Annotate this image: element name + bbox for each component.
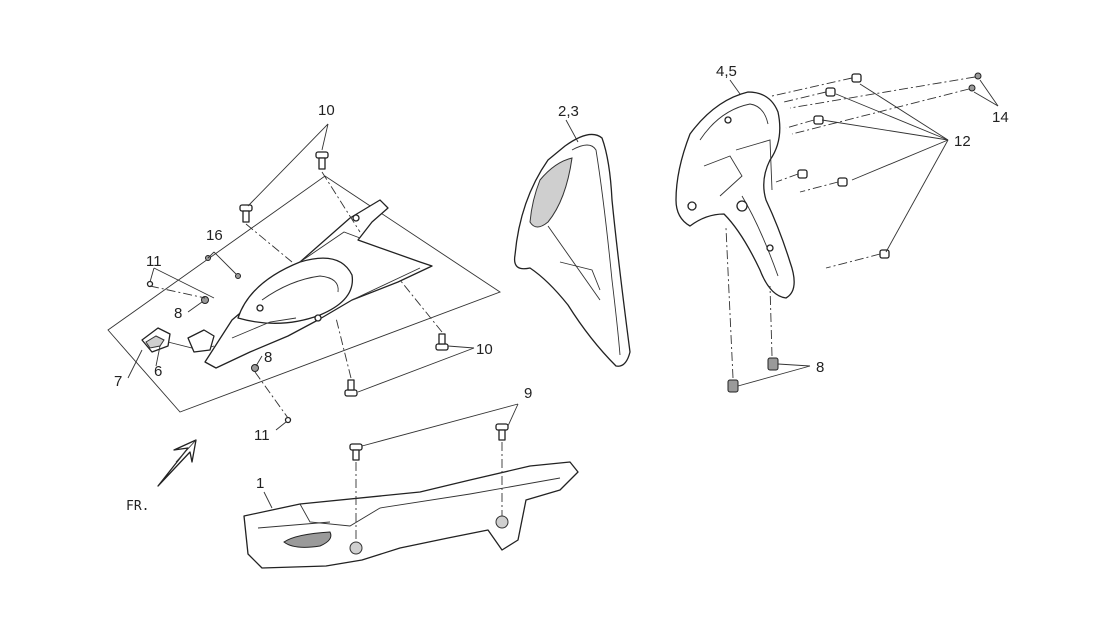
screw-12c: [797, 169, 808, 179]
callout-8-right: 8: [816, 359, 824, 376]
screw-12f: [851, 73, 862, 83]
rear-undertray-part: [204, 199, 433, 369]
callout-14: 14: [992, 109, 1009, 126]
chain-guard-part: [243, 461, 579, 569]
bolt-10d: [344, 379, 358, 397]
callout-10-top: 10: [318, 102, 335, 119]
grommet-8d: [727, 379, 739, 393]
bolt-9b: [495, 423, 509, 441]
callout-11-bottom: 11: [254, 427, 270, 444]
screw-11b: [284, 416, 292, 424]
callout-16: 16: [206, 227, 223, 244]
bolt-9a: [349, 443, 363, 461]
callout-8-left: 8: [174, 305, 182, 322]
screw-14b: [968, 84, 976, 92]
grommet-8a: [201, 296, 209, 304]
callout-8-mid: 8: [264, 349, 272, 366]
callout-4-5: 4,5: [716, 63, 737, 80]
callout-12: 12: [954, 133, 971, 150]
bolt-10b: [239, 204, 253, 223]
callout-7: 7: [114, 373, 122, 390]
callout-9: 9: [524, 385, 532, 402]
side-cover-part: [513, 133, 631, 367]
bolt-10c: [435, 333, 449, 351]
grommet-8b: [251, 364, 259, 372]
callout-6: 6: [154, 363, 162, 380]
callout-1: 1: [256, 475, 264, 492]
front-direction-arrow: [157, 439, 197, 487]
assembly-frame: [107, 175, 501, 413]
screw-12d: [837, 177, 848, 187]
screw-14a: [974, 72, 982, 80]
front-direction-label: FR.: [126, 499, 149, 514]
connector-bracket-part: [141, 327, 215, 353]
screw-12e: [879, 249, 890, 259]
clip-16: [205, 255, 241, 279]
screw-11a: [146, 280, 154, 288]
grommet-8c: [767, 357, 779, 371]
callout-2-3: 2,3: [558, 103, 579, 120]
screw-12b: [813, 115, 824, 125]
callout-11-top: 11: [146, 253, 162, 270]
bolt-10a: [315, 151, 329, 170]
mounting-bracket-part: [675, 91, 795, 299]
screw-12a: [825, 87, 836, 97]
callout-10-bottom: 10: [476, 341, 493, 358]
